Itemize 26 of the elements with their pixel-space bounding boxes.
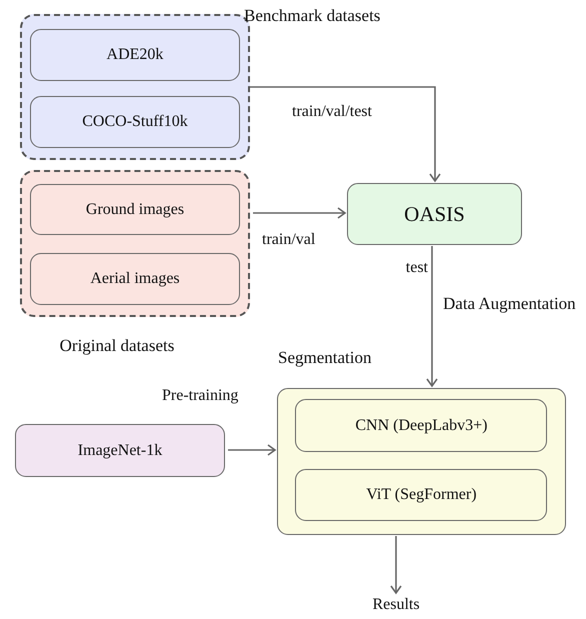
arrow bbox=[426, 246, 438, 387]
arrow bbox=[390, 536, 402, 594]
step-note: Data Augmentation bbox=[443, 294, 577, 314]
box-label: ImageNet-1k bbox=[78, 442, 162, 460]
box-label: COCO-Stuff10k bbox=[82, 113, 188, 131]
arrow bbox=[250, 86, 441, 182]
output-text: Results bbox=[372, 596, 420, 614]
process-box bbox=[30, 96, 240, 148]
box-label: Ground images bbox=[86, 200, 184, 218]
process-box bbox=[295, 399, 548, 452]
box-label: CNN (DeepLabv3+) bbox=[355, 416, 488, 435]
box-label: ViT (SegFormer) bbox=[366, 486, 477, 504]
process-box bbox=[295, 469, 548, 522]
arrow bbox=[253, 207, 346, 219]
process-box bbox=[347, 183, 522, 245]
process-box bbox=[30, 253, 240, 305]
group-heading: Benchmark datasets bbox=[244, 6, 382, 26]
group-heading: Segmentation bbox=[278, 348, 372, 368]
process-box bbox=[30, 184, 240, 235]
group-heading: Original datasets bbox=[58, 336, 176, 356]
process-box bbox=[15, 424, 225, 477]
box-label: Aerial images bbox=[90, 270, 180, 288]
box-label: ADE20k bbox=[106, 46, 164, 64]
box-label: OASIS bbox=[404, 202, 465, 226]
arrow bbox=[228, 444, 276, 456]
process-box bbox=[30, 29, 240, 81]
